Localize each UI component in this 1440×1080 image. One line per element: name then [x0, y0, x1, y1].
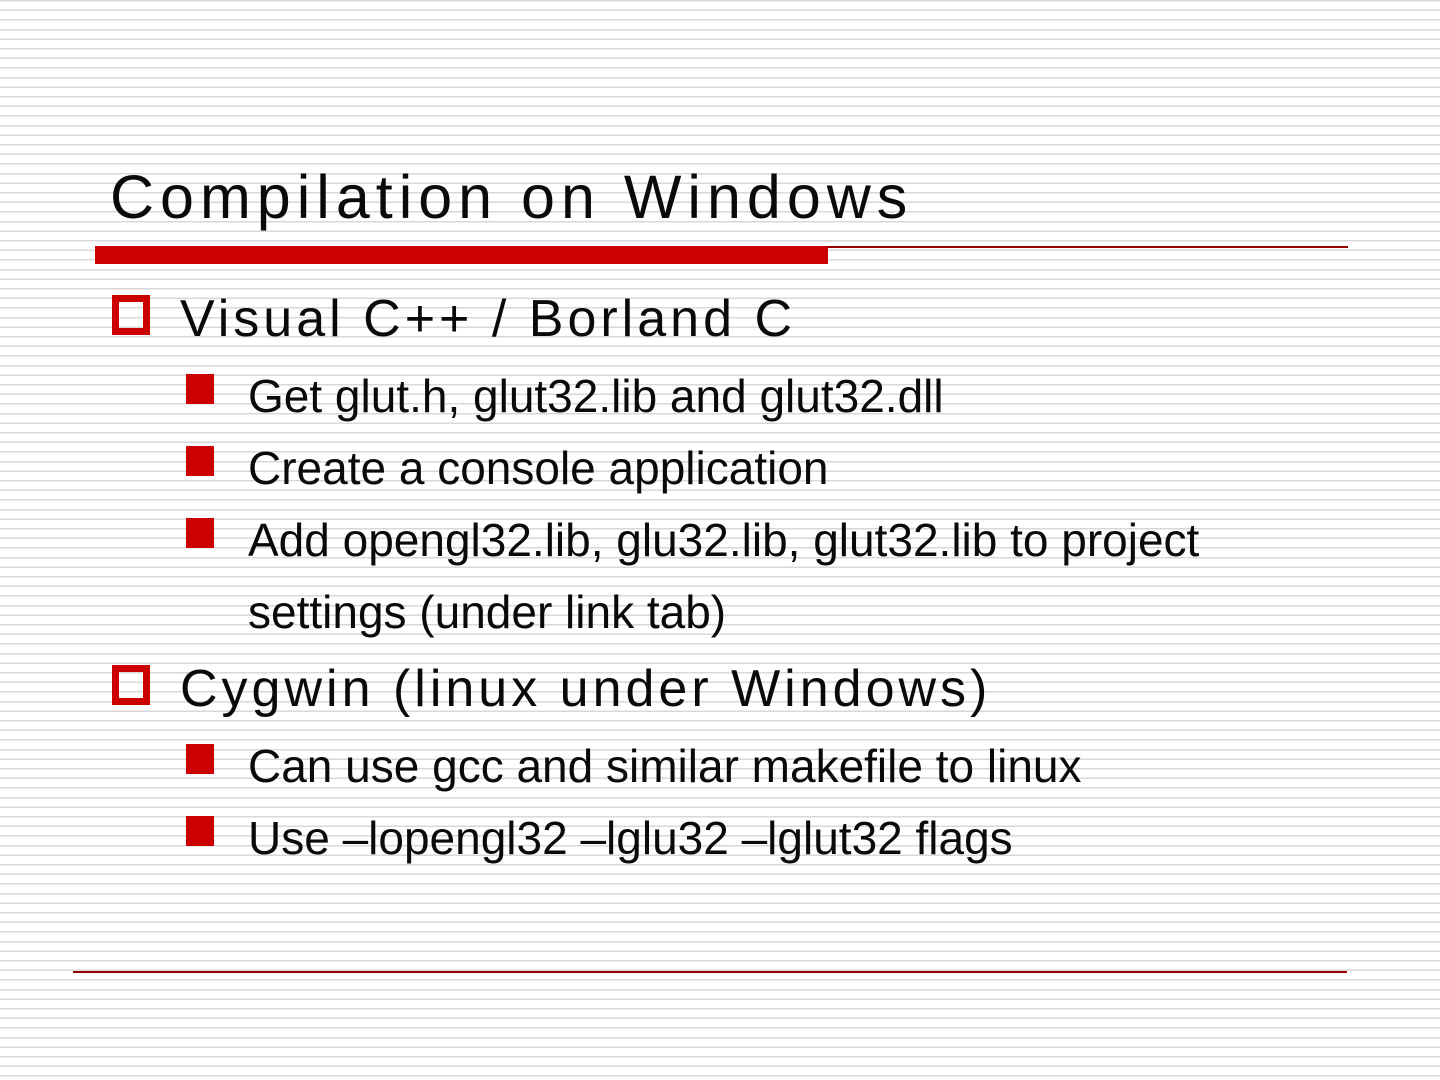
hollow-square-bullet: [112, 665, 150, 705]
filled-square-bullet: [186, 446, 214, 476]
bullet-text-line: Cygwin (linux under Windows): [180, 660, 992, 718]
bullet-item-level2: Create a console application: [110, 432, 1410, 504]
bullet-text-line: Create a console application: [248, 442, 829, 494]
bullet-text-line: Can use gcc and similar makefile to linu…: [248, 740, 1082, 792]
title-underline-bar: [95, 246, 828, 264]
bullet-item-level2: Can use gcc and similar makefile to linu…: [110, 730, 1410, 802]
bullet-text-line: Get glut.h, glut32.lib and glut32.dll: [248, 370, 944, 422]
bullet-text: Use –lopengl32 –lglu32 –lglut32 flags: [248, 802, 1013, 874]
bullet-item-level2: Get glut.h, glut32.lib and glut32.dll: [110, 360, 1410, 432]
bullet-text: Visual C++ / Borland C: [180, 278, 796, 360]
bullet-text-line: Add opengl32.lib, glu32.lib, glut32.lib …: [248, 514, 1200, 566]
slide-title: Compilation on Windows: [110, 163, 914, 231]
hollow-square-bullet: [112, 295, 150, 335]
bullet-text: Can use gcc and similar makefile to linu…: [248, 730, 1081, 802]
filled-square-bullet: [186, 744, 214, 774]
bullet-text-line: Use –lopengl32 –lglu32 –lglut32 flags: [248, 812, 1013, 864]
filled-square-bullet: [186, 374, 214, 404]
bullet-item-level2: Add opengl32.lib, glu32.lib, glut32.lib …: [110, 504, 1410, 648]
title-underline-thin-line: [828, 246, 1348, 248]
bullet-item-level2: Use –lopengl32 –lglu32 –lglut32 flags: [110, 802, 1410, 874]
bullet-text: Cygwin (linux under Windows): [180, 648, 991, 730]
bullet-text-line: Visual C++ / Borland C: [180, 290, 796, 348]
bullet-text-line: settings (under link tab): [248, 586, 727, 638]
bullet-text: Get glut.h, glut32.lib and glut32.dll: [248, 360, 944, 432]
bullet-item-level1: Visual C++ / Borland C: [110, 278, 1410, 360]
footer-rule: [73, 971, 1347, 973]
filled-square-bullet: [186, 518, 214, 548]
filled-square-bullet: [186, 816, 214, 846]
bullet-list: Visual C++ / Borland C Get glut.h, glut32…: [110, 278, 1410, 874]
bullet-item-level1: Cygwin (linux under Windows): [110, 648, 1410, 730]
bullet-text: Add opengl32.lib, glu32.lib, glut32.lib …: [248, 504, 1199, 648]
bullet-text: Create a console application: [248, 432, 828, 504]
